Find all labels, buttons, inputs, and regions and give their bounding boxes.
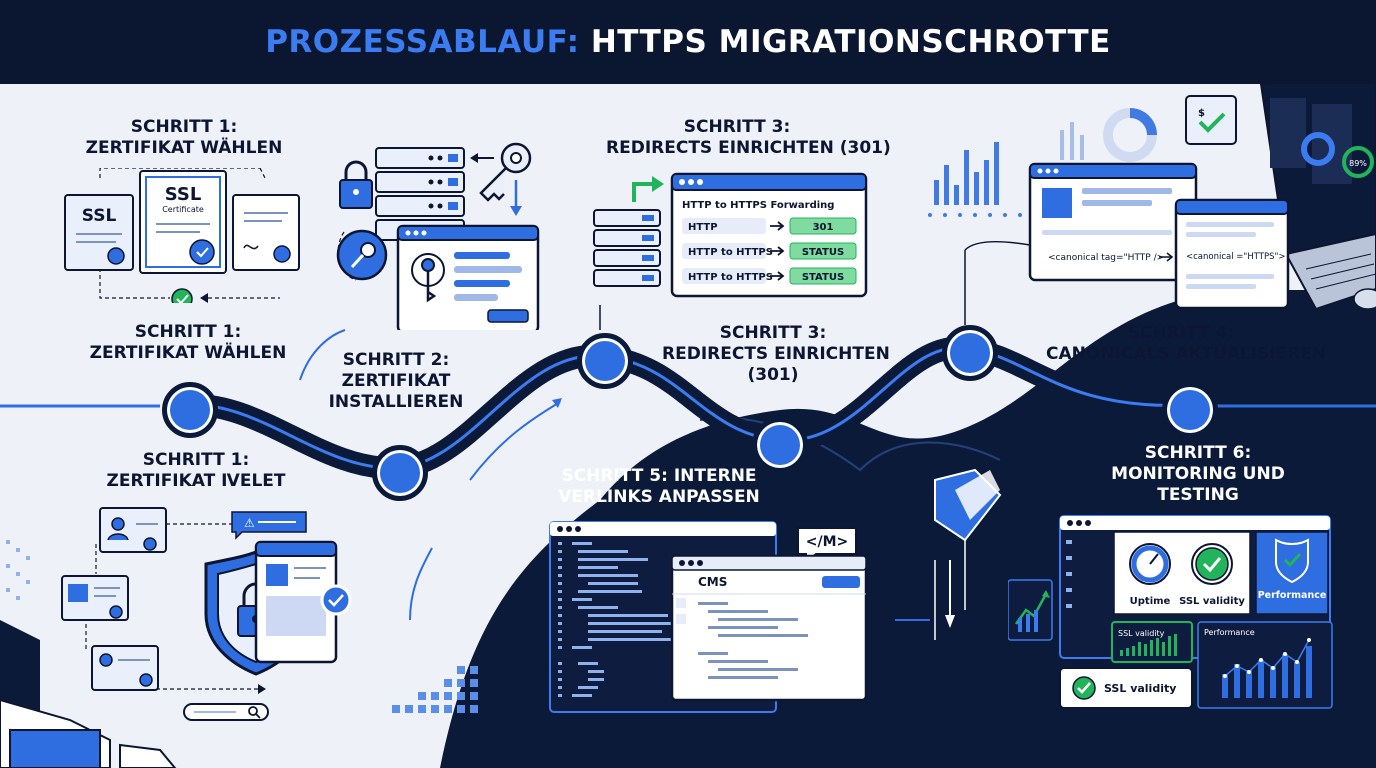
label-step4: SCHRITT 4:CANONICALS AKTUALISIEREN — [1046, 323, 1327, 364]
svg-text:$: $ — [1198, 108, 1205, 119]
label-step1-mid: SCHRITT 1:ZERTIFIKAT WÄHLEN — [89, 322, 287, 363]
redirect-title: HTTP to HTTPS Forwarding — [682, 200, 834, 211]
security-illustration: ⚠ — [61, 507, 352, 721]
canonical-illustration: 89% $ <canonical tag="HTTP /> <canonical… — [1028, 84, 1376, 311]
svg-text:⚠: ⚠ — [244, 516, 255, 530]
server-key-illustration — [336, 142, 540, 330]
redirect-row2-from: HTTP to HTTPS — [688, 247, 773, 258]
gauge-icon — [1131, 545, 1169, 583]
label-step3-top: SCHRITT 3:REDIRECTS EINRICHTEN (301) — [606, 117, 891, 158]
title-accent: PROZESSABLAUF: — [265, 24, 580, 60]
ssl-validity-small: SSL validity — [1118, 629, 1165, 638]
ssl-validity-card: SSL validity — [1104, 682, 1176, 695]
redirect-row3-to: STATUS — [802, 272, 844, 283]
timeline-node-step4 — [1162, 382, 1218, 438]
timeline-node-step3b — [942, 325, 998, 381]
timeline-node-step5 — [752, 417, 808, 473]
redirect-row2-to: STATUS — [802, 247, 844, 258]
title-main: HTTPS MIGRATIONSCHROTTE — [590, 24, 1111, 60]
cms-tag: </M> — [806, 534, 849, 550]
server-icon — [593, 209, 661, 287]
timeline-node-step3 — [577, 333, 633, 389]
label-step1-top: SCHRITT 1:ZERTIFIKAT WÄHLEN — [85, 117, 283, 158]
canonical-from: <canonical tag="HTTP /> — [1048, 253, 1164, 263]
timeline-node-step1 — [162, 382, 218, 438]
search-icon — [248, 706, 258, 716]
server-corner-graphic — [0, 620, 177, 768]
code-cms-illustration: </M> CMS — [549, 521, 868, 713]
laptop-percent: 89% — [1349, 159, 1367, 168]
label-step3-mid: SCHRITT 3:REDIRECTS EINRICHTEN(301) — [662, 323, 890, 385]
laptop-graphic: 89% — [1259, 84, 1376, 311]
performance-label: Performance — [1258, 590, 1327, 601]
page-title: PROZESSABLAUF: HTTPS MIGRATIONSCHROTTE — [265, 24, 1111, 60]
cms-label: CMS — [698, 575, 727, 589]
ssl-left-word: SSL — [82, 206, 117, 226]
redirect-illustration: HTTP to HTTPS Forwarding HTTP 301 HTTP t… — [593, 172, 868, 298]
performance-small: Performance — [1204, 628, 1255, 637]
monitoring-dashboard: Uptime SSL validity Performance SSL vali… — [1008, 515, 1333, 709]
redirect-row3-from: HTTP to HTTPS — [688, 272, 773, 283]
uptime-label: Uptime — [1130, 596, 1171, 607]
padlock-icon — [339, 160, 373, 209]
code-lines — [558, 542, 678, 697]
ssl-main-caption: Certificate — [162, 205, 204, 214]
label-step1-low: SCHRITT 1:ZERTIFIKAT ⅣELET — [106, 450, 286, 491]
redirect-row1-to: 301 — [813, 222, 834, 233]
ssl-main-word: SSL — [165, 184, 202, 205]
redirect-row1-from: HTTP — [688, 222, 718, 233]
server-rack-icon — [375, 147, 465, 241]
canonical-to: <canonical ="HTTPS"> — [1186, 252, 1286, 262]
timeline-node-step2 — [372, 445, 428, 501]
certificate-illustration: SSL SSL Certificate — [64, 168, 300, 303]
ssl-validity-label: SSL validity — [1179, 596, 1245, 607]
check-circle-icon — [1195, 547, 1229, 581]
key-icon — [479, 142, 532, 202]
header-bar: PROZESSABLAUF: HTTPS MIGRATIONSCHROTTE — [0, 0, 1376, 84]
